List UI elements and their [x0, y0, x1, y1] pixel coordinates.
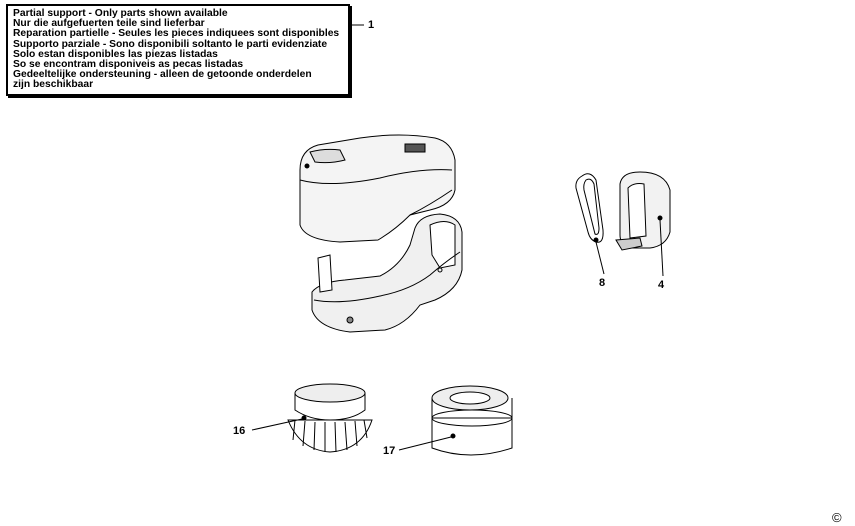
seal-ring-part [575, 173, 605, 275]
brush-head-part [251, 383, 373, 453]
adapter-part [398, 385, 513, 456]
notice-line: Partial support - Only parts shown avail… [13, 8, 228, 19]
notice-line: Nur die aufgefuerten teile sind lieferba… [13, 18, 205, 30]
callout-4: 4 [658, 279, 665, 291]
callout-8: 8 [599, 277, 606, 289]
lower-base-shape [311, 213, 463, 333]
copyright-symbol: © [832, 510, 842, 525]
notice-line: zijn beschikbaar [13, 79, 94, 91]
notice-line: So se encontram disponiveis as pecas lis… [13, 59, 244, 71]
callout-1: 1 [368, 19, 375, 31]
notice-line: Reparation partielle - Seules les pieces… [13, 28, 340, 40]
partial-support-notice: Partial support - Only parts shown avail… [6, 4, 350, 96]
notice-line: Supporto parziale - Sono disponibili sol… [13, 38, 328, 50]
upper-housing-shape [299, 134, 456, 243]
end-cap-part [615, 171, 671, 277]
notice-line: Gedeeltelijke ondersteuning - alleen de … [13, 69, 312, 81]
callout-17: 17 [383, 445, 396, 457]
notice-line: Solo estan disponibles las piezas listad… [13, 48, 218, 60]
callout-16: 16 [233, 425, 246, 437]
